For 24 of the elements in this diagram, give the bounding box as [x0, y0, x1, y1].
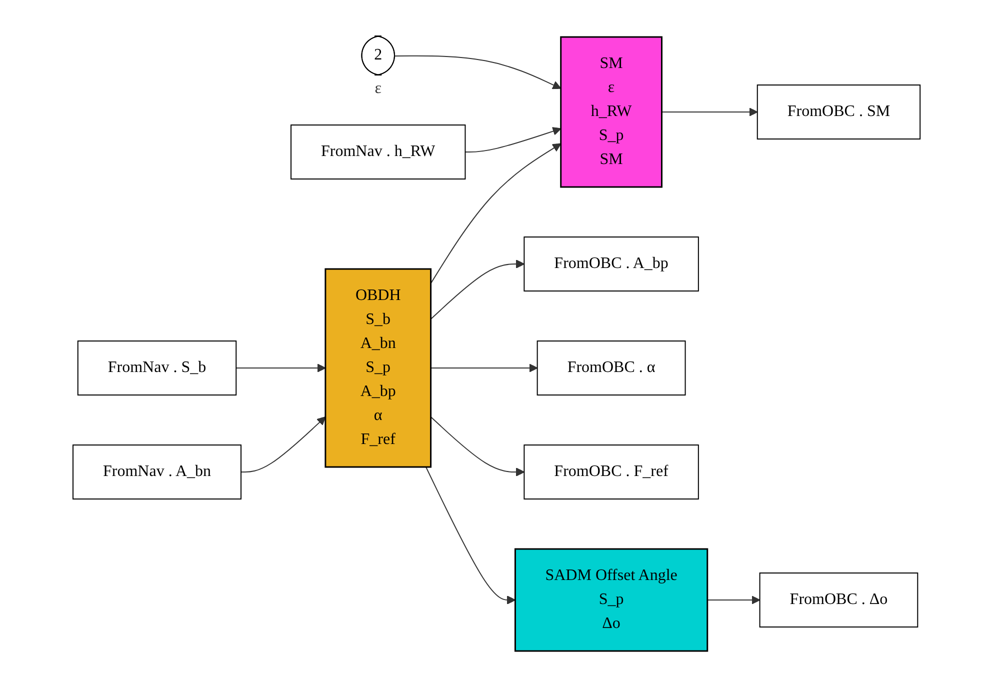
arrow: [394, 55, 562, 90]
node-box: [560, 36, 662, 188]
arrow: [661, 108, 758, 116]
node-box: [524, 444, 699, 500]
arrow: [240, 416, 326, 472]
node-box: [759, 572, 918, 628]
arrow: [430, 260, 525, 320]
arrow: [430, 416, 525, 476]
arrow: [430, 364, 538, 372]
node-box: [524, 236, 699, 292]
node-box: [536, 340, 686, 396]
node-box: [756, 84, 921, 140]
node-box: [514, 548, 708, 652]
arrow: [236, 364, 326, 372]
block-diagram: 2 FromNav . h_RW SM ε h_RW S_p SM FromNav . S_b OBDH S_b A_bn S_p A_bp α F_ref FromNav . A_bn FromOBC . SM FromOBC . A_bp FromOBC . α FromOBC . F_ref SADM Offset Angle S_p Δo FromOBC . Δo ε: [64, 0, 928, 687]
arrow: [464, 126, 562, 152]
arrow: [706, 596, 760, 604]
node-box: [72, 444, 242, 500]
node-box: [324, 268, 432, 468]
arrow: [430, 143, 562, 284]
node-box: [290, 124, 466, 180]
node-box: [77, 340, 237, 396]
arrow: [425, 466, 516, 604]
port-caption: ε: [374, 80, 382, 97]
